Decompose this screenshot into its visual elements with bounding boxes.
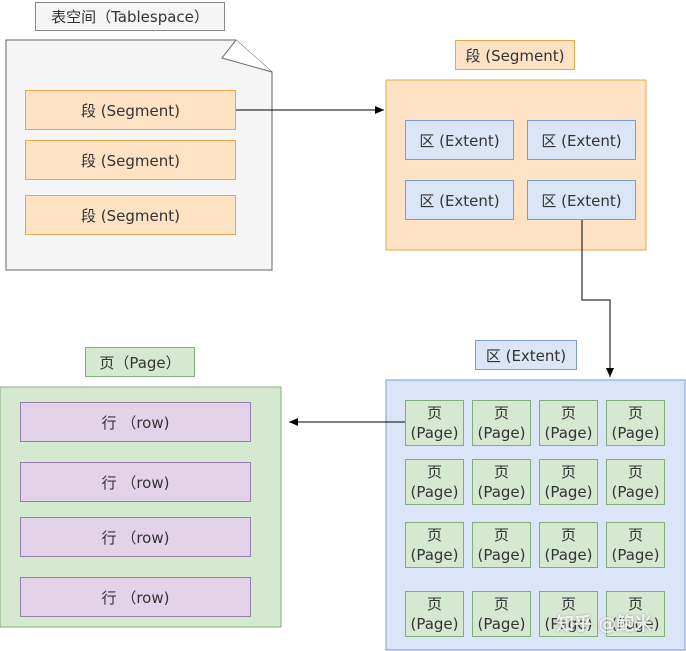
page-label-bottom: (Page) [544,615,593,633]
extent-page-11: 页 (Page) [539,522,598,568]
page-label-top: 页 [493,404,509,422]
page-label-top: 页 [560,463,576,481]
extent-page-13: 页 (Page) [405,591,464,637]
extent-page-4: 页 (Page) [606,400,665,446]
page-label-top: 页 [627,595,643,613]
page-label-bottom: (Page) [544,483,593,501]
extent-title: 区 (Extent) [475,340,577,370]
arrow-extent [581,220,614,377]
segment-title: 段 (Segment) [455,40,575,70]
segment-extent-2: 区 (Extent) [527,120,636,160]
extent-page-16: 页 (Page) [606,591,665,637]
extent-page-2: 页 (Page) [472,400,531,446]
segment-extent-3: 区 (Extent) [405,180,514,220]
extent-page-10: 页 (Page) [472,522,531,568]
extent-page-12: 页 (Page) [606,522,665,568]
page-label-top: 页 [560,404,576,422]
tablespace-segment-3: 段 (Segment) [25,195,236,235]
page-label-bottom: (Page) [410,483,459,501]
watermark: 知乎 @鲍米 [556,614,653,635]
page-label-top: 页 [493,526,509,544]
page-label-top: 页 [627,463,643,481]
tablespace-segment-1: 段 (Segment) [25,90,236,130]
page-title: 页（Page） [85,347,195,377]
page-label-bottom: (Page) [410,546,459,564]
page-label-bottom: (Page) [410,615,459,633]
extent-page-9: 页 (Page) [405,522,464,568]
page-label-bottom: (Page) [611,483,660,501]
segment-extent-4: 区 (Extent) [527,180,636,220]
page-label-bottom: (Page) [410,424,459,442]
page-label-bottom: (Page) [611,424,660,442]
page-label-top: 页 [426,595,442,613]
page-label-top: 页 [426,463,442,481]
page-label-bottom: (Page) [611,615,660,633]
extent-page-8: 页 (Page) [606,459,665,505]
page-label-top: 页 [627,526,643,544]
extent-page-7: 页 (Page) [539,459,598,505]
page-row-1: 行 （row) [20,402,251,442]
page-label-top: 页 [426,404,442,422]
page-label-top: 页 [493,463,509,481]
page-label-bottom: (Page) [544,546,593,564]
page-label-bottom: (Page) [477,424,526,442]
segment-container [385,79,647,251]
page-row-3: 行 （row) [20,517,251,557]
page-label-bottom: (Page) [477,483,526,501]
tablespace-title: 表空间（Tablespace） [35,2,225,31]
extent-page-6: 页 (Page) [472,459,531,505]
extent-page-15: 页 (Page) [539,591,598,637]
extent-page-5: 页 (Page) [405,459,464,505]
page-label-top: 页 [627,404,643,422]
extent-page-14: 页 (Page) [472,591,531,637]
page-label-bottom: (Page) [544,424,593,442]
page-label-bottom: (Page) [477,615,526,633]
page-row-2: 行 （row) [20,462,251,502]
extent-page-1: 页 (Page) [405,400,464,446]
page-label-top: 页 [560,526,576,544]
extent-page-3: 页 (Page) [539,400,598,446]
page-label-bottom: (Page) [477,546,526,564]
segment-extent-1: 区 (Extent) [405,120,514,160]
page-label-top: 页 [493,595,509,613]
page-label-bottom: (Page) [611,546,660,564]
page-label-top: 页 [426,526,442,544]
page-label-top: 页 [560,595,576,613]
page-row-4: 行 （row) [20,577,251,617]
tablespace-segment-2: 段 (Segment) [25,140,236,180]
